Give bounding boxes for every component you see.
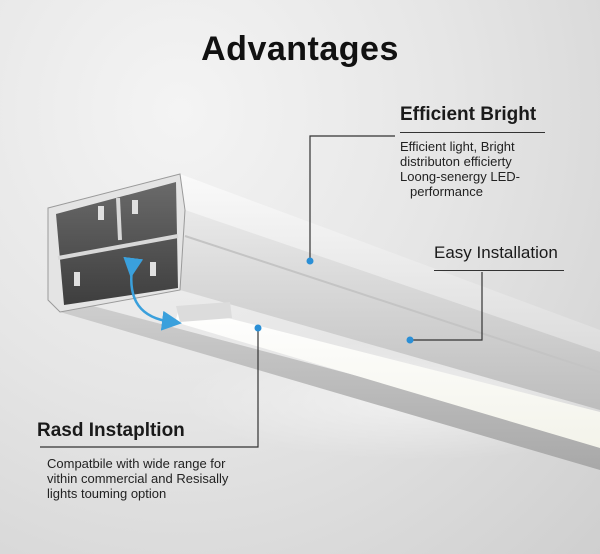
profile-bottom-lip — [55, 296, 600, 470]
callout-spacer — [37, 442, 262, 456]
callout-line: performance — [410, 184, 483, 199]
profile-top-face — [180, 174, 600, 352]
install-arrow — [123, 256, 182, 331]
callout-divider — [400, 132, 545, 133]
callout-rasd-instapltion: Rasd Instapltion Compatbile with wide ra… — [37, 420, 262, 501]
clip-left-lower — [74, 272, 80, 286]
callout-title: Rasd Instapltion — [37, 420, 185, 441]
profile-side-face — [180, 210, 600, 410]
dot-install — [406, 336, 414, 344]
callout-line: distributon efficierty — [400, 154, 512, 169]
callout-divider — [434, 270, 564, 271]
callout-line: Efficient light, Bright — [400, 139, 515, 154]
page-title: Advantages — [201, 30, 399, 68]
callout-title: Easy Installation — [434, 243, 558, 262]
callout-title: Efficient Bright — [400, 104, 537, 125]
clip-right-upper — [132, 200, 138, 214]
callout-efficient-bright: Efficient Bright Efficient light, Bright… — [400, 104, 545, 199]
leader-line-rasd — [40, 328, 259, 448]
callout-line: Compatbile with wide range for — [47, 456, 226, 471]
leader-line-install — [410, 272, 483, 341]
dot-efficient — [306, 257, 314, 265]
clip-right-lower — [150, 262, 156, 276]
callout-easy-installation: Easy Installation — [434, 242, 564, 277]
callout-line: lights touming option — [47, 486, 167, 501]
cavity-center-rib — [116, 197, 122, 241]
dot-rasd — [254, 324, 262, 332]
callout-line: vithin commercial and Resisally — [47, 471, 229, 486]
leader-line-efficient — [309, 135, 395, 261]
light-end-cap — [176, 302, 232, 322]
callout-body: Compatbile with wide range for vithin co… — [37, 456, 262, 501]
profile-groove — [184, 235, 600, 373]
light-diffuser — [175, 306, 600, 448]
clip-left-upper — [98, 206, 104, 220]
cavity-divider — [57, 234, 179, 260]
callout-body: Efficient light, Bright distributon effi… — [400, 139, 545, 199]
callout-line: Loong-senergy LED- — [400, 169, 520, 184]
